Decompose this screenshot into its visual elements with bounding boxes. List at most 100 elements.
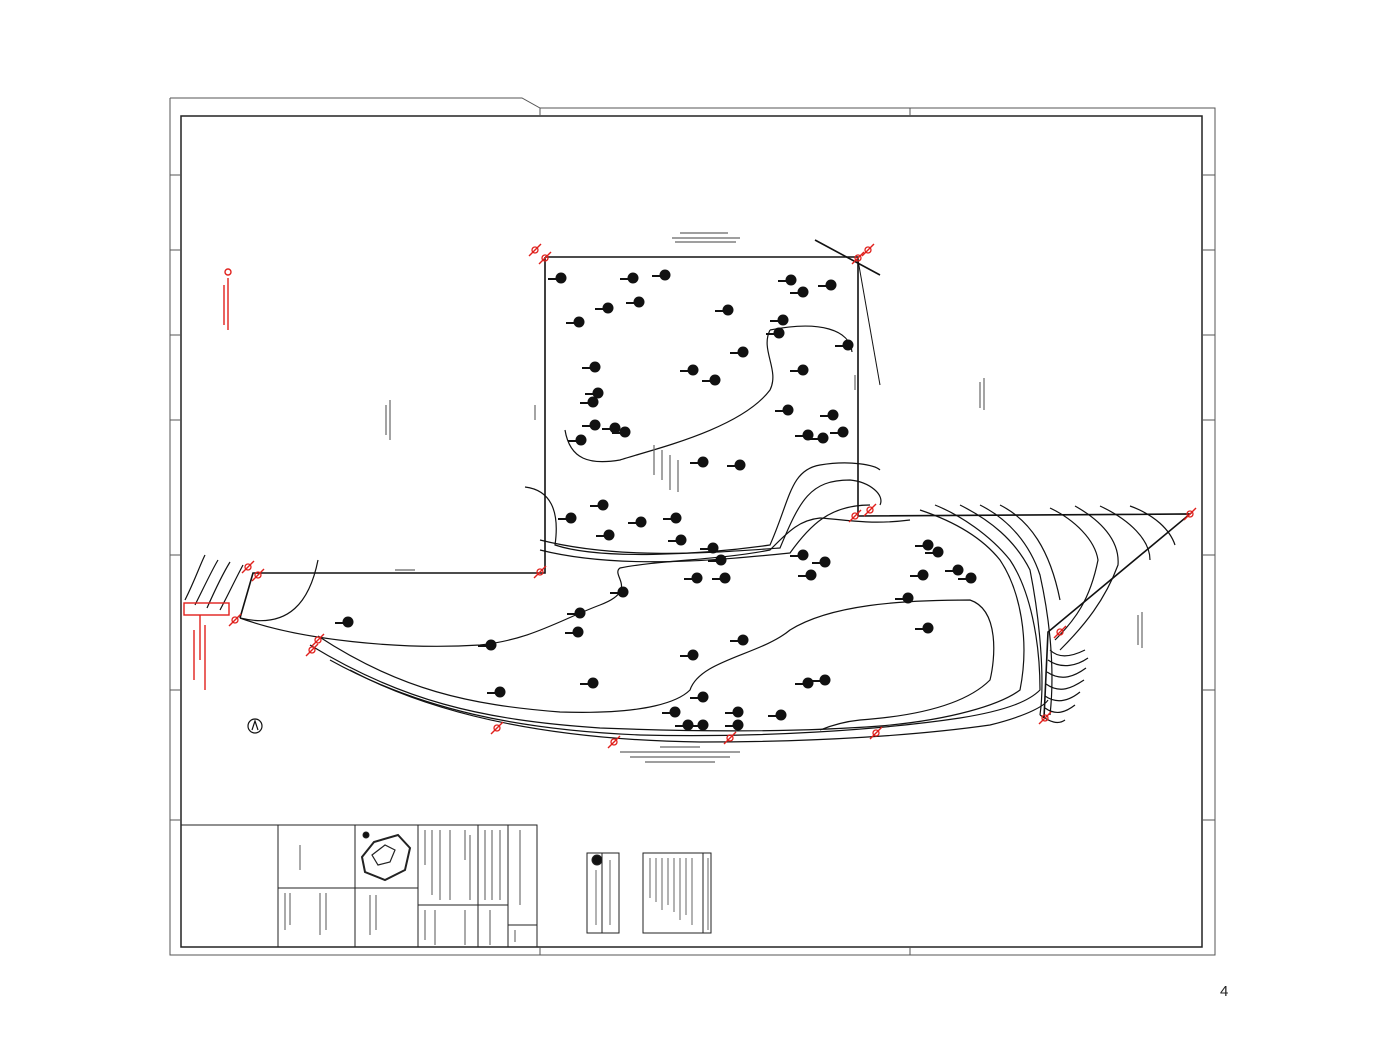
tree-icon [958, 572, 977, 584]
property-boundary [239, 239, 1193, 719]
tree-icon [668, 534, 687, 546]
tree-icon [582, 419, 601, 431]
survey-marker-icon [241, 560, 255, 574]
tree-icon [567, 607, 586, 619]
tree-icon [602, 422, 621, 434]
tree-icon [915, 622, 934, 634]
tree-icon [558, 512, 577, 524]
trees [335, 269, 977, 731]
survey-marker-icon [863, 503, 877, 517]
survey-marker-icon [848, 509, 862, 523]
tree-icon [652, 269, 671, 281]
tree-icon [790, 286, 809, 298]
survey-marker-icon [1053, 625, 1067, 639]
tree-icon [580, 396, 599, 408]
tree-icon [712, 572, 731, 584]
survey-marker-icon [251, 568, 265, 582]
contour-lines [184, 325, 1176, 743]
tree-icon [565, 626, 584, 638]
plan-annotations [385, 232, 1143, 763]
tree-icon [335, 616, 354, 628]
tree-icon [915, 539, 934, 551]
survey-marker-icon [490, 721, 504, 735]
tree-icon [620, 272, 639, 284]
tree-icon [798, 569, 817, 581]
survey-marker-icon [861, 243, 875, 257]
tree-icon [725, 719, 744, 731]
tree-icon [830, 426, 849, 438]
tree-icon [628, 516, 647, 528]
tree-icon [730, 346, 749, 358]
tree-icon [690, 456, 709, 468]
tree-icon [478, 639, 497, 651]
survey-marker-icon [869, 726, 883, 740]
tree-icon [778, 274, 797, 286]
tree-icon [548, 272, 567, 284]
tree-icon [690, 691, 709, 703]
survey-marker-icon [1183, 507, 1197, 521]
tree-icon [590, 499, 609, 511]
tree-icon [810, 432, 829, 444]
tree-icon [663, 512, 682, 524]
tree-icon [568, 434, 587, 446]
survey-marker-icon [305, 643, 319, 657]
tree-icon [835, 339, 854, 351]
tree-icon [812, 556, 831, 568]
tree-icon [626, 296, 645, 308]
survey-marker-icon [533, 565, 547, 579]
survey-marker-icon [607, 735, 621, 749]
tree-icon [684, 572, 703, 584]
tree-icon [727, 459, 746, 471]
sheet-border [169, 97, 1216, 956]
tree-icon [910, 569, 929, 581]
survey-marker-icon [311, 633, 325, 647]
tree-icon [582, 361, 601, 373]
tree-icon [675, 719, 694, 731]
tree-icon [725, 706, 744, 718]
survey-marker-icon [228, 613, 242, 627]
tree-icon [766, 327, 785, 339]
tree-icon [895, 592, 914, 604]
survey-marker-icon [528, 243, 542, 257]
tree-icon [795, 429, 814, 441]
tree-icon [820, 409, 839, 421]
tree-icon [818, 279, 837, 291]
tree-icon [680, 364, 699, 376]
tree-icon [702, 374, 721, 386]
tree-icon [812, 674, 831, 686]
tree-icon [790, 364, 809, 376]
notes-box [642, 852, 712, 934]
tree-icon [770, 314, 789, 326]
survey-marker-icon [723, 731, 737, 745]
tree-icon [768, 709, 787, 721]
tree-icon [612, 426, 631, 438]
tree-icon [715, 304, 734, 316]
tree-icon [566, 316, 585, 328]
survey-markers [228, 243, 1197, 749]
tree-icon [690, 719, 709, 731]
survey-marker-icon [851, 251, 865, 265]
north-arrow-icon [247, 718, 263, 734]
tree-icon [596, 529, 615, 541]
tree-icon [730, 634, 749, 646]
tree-icon [610, 586, 629, 598]
title-block [180, 824, 538, 948]
tree-icon [595, 302, 614, 314]
survey-marker-icon [538, 251, 552, 265]
legend-box [586, 852, 620, 934]
tree-icon [945, 564, 964, 576]
tree-icon [775, 404, 794, 416]
tree-icon [925, 546, 944, 558]
tree-icon [700, 542, 719, 554]
survey-marker-icon [1038, 711, 1052, 725]
location-map-icon [360, 831, 412, 882]
tree-icon [487, 686, 506, 698]
tree-icon [680, 649, 699, 661]
page-number: 4 [1220, 983, 1229, 1000]
tree-icon [662, 706, 681, 718]
tree-icon [585, 387, 604, 399]
red-annotations [183, 268, 232, 690]
tree-icon [708, 554, 727, 566]
tree-icon [580, 677, 599, 689]
